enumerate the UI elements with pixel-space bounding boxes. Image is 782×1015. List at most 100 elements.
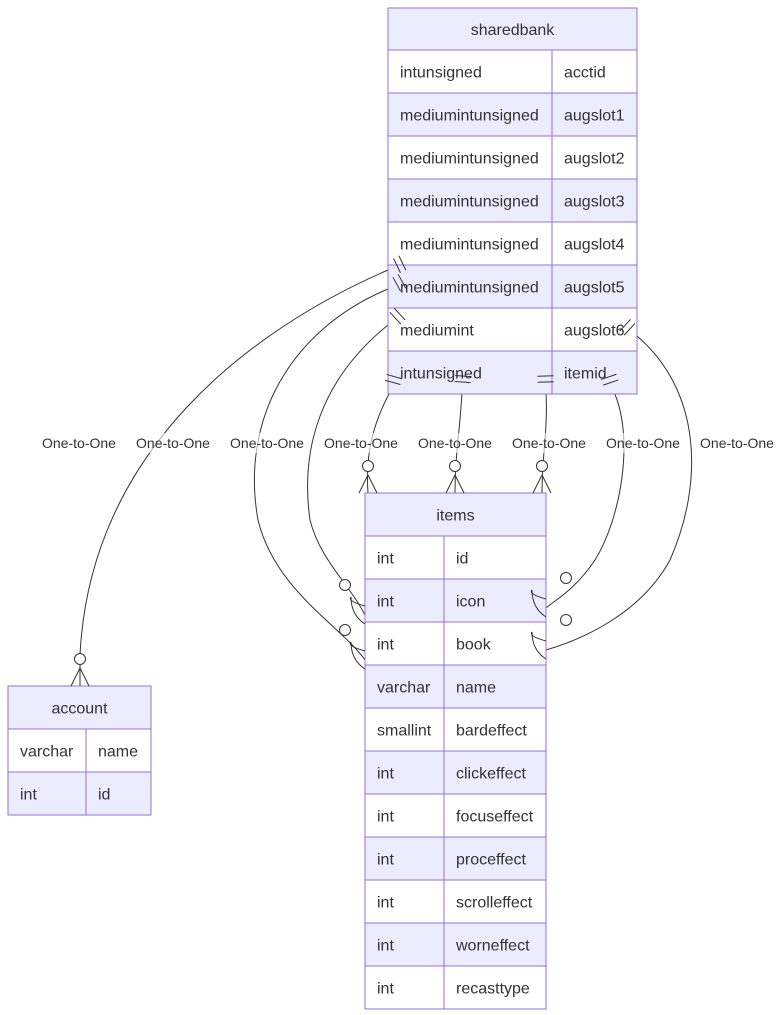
attribute-type: int [377,766,394,783]
attribute-type: mediumintunsigned [400,151,539,168]
attribute-type: mediumintunsigned [400,280,539,297]
zero-or-many-marker [445,460,465,494]
attribute-type-cell [364,879,445,924]
exactly-one-marker [384,373,403,385]
attribute-type: mediumintunsigned [400,237,539,254]
relationship-label: One-to-One [321,433,401,453]
attribute-type-cell [7,771,87,816]
attribute-name-cell [443,965,547,1010]
attribute-name: bardeffect [456,723,527,740]
exactly-one-marker [392,274,407,292]
attribute-row: mediumintunsigned augslot4 [387,221,638,266]
attribute-name: acctid [564,65,606,82]
attribute-row: int worneffect [364,922,547,967]
attribute-name-cell [551,221,638,266]
attribute-type: mediumintunsigned [400,194,539,211]
attribute-type-cell [364,664,445,709]
attribute-name: augslot3 [564,194,625,211]
entity-title: items [436,508,474,525]
attribute-name-cell [443,836,547,881]
attribute-type: int [377,637,394,654]
exactly-one-marker [393,255,407,274]
exactly-one-marker [537,375,554,383]
attribute-name: recasttype [456,981,530,998]
attribute-name: scrolleffect [456,895,533,912]
relationship-label: One-to-One [227,433,307,453]
attribute-name-cell [551,307,638,352]
relationship-label-text: One-to-One [42,435,116,451]
attribute-name-cell [443,879,547,924]
attribute-name-cell [443,535,547,580]
entity-title: sharedbank [471,22,556,39]
zero-or-many-marker [339,624,366,670]
attribute-name: id [98,787,110,804]
relationship-label: One-to-One [509,433,589,453]
attribute-type: int [377,938,394,955]
relationship-line [545,335,693,651]
attribute-name-cell [551,49,638,94]
attribute-row: mediumintunsigned augslot1 [387,92,638,137]
relationship-label: One-to-One [697,433,777,453]
attribute-type: int [20,787,37,804]
attribute-name: augslot1 [564,108,625,125]
attribute-type: intunsigned [400,366,482,383]
relationship-label-text: One-to-One [136,435,210,451]
exactly-one-marker [601,373,619,386]
attribute-row: mediumintunsigned augslot3 [387,178,638,223]
attribute-name: focuseffect [456,809,534,826]
attribute-type-cell [387,49,553,94]
zero-or-many-marker [70,653,90,687]
zero-or-many-marker [339,579,366,625]
relationship-label: One-to-One [39,433,119,453]
attribute-type: mediumintunsigned [400,108,539,125]
attribute-name: augslot4 [564,237,625,254]
attribute-type-cell [364,621,445,666]
relationship-labels: One-to-One One-to-One One-to-One One-to-One… [39,433,777,453]
attribute-name-cell [551,135,638,180]
entity-sharedbank[interactable]: sharedbank intunsigned acctid mediumintunsi… [387,7,638,395]
attribute-row: int clickeffect [364,750,547,795]
attribute-type: intunsigned [400,65,482,82]
zero-or-many-marker [530,614,572,660]
attribute-type-cell [364,836,445,881]
attribute-type: mediumint [400,323,474,340]
attribute-name: itemid [564,366,607,383]
attribute-type-cell [387,135,553,180]
zero-or-many-marker [532,460,552,494]
attribute-type: int [377,594,394,611]
attribute-type-cell [387,178,553,223]
attribute-type-cell [387,264,553,309]
exactly-one-marker [389,307,406,325]
relationship-label-text: One-to-One [324,435,398,451]
relationship-label-text: One-to-One [606,435,680,451]
relationship-label: One-to-One [415,433,495,453]
attribute-name-cell [85,728,152,773]
attribute-type-cell [364,965,445,1010]
exactly-one-marker [619,318,636,336]
attribute-name: proceffect [456,852,527,869]
attribute-type-cell [387,350,553,395]
attribute-name: worneffect [455,938,530,955]
zero-or-many-marker [358,460,378,494]
attribute-name-cell [443,664,547,709]
relationship-label-text: One-to-One [418,435,492,451]
zero-or-many-marker [530,572,572,618]
attribute-type-cell [364,750,445,795]
attribute-name: clickeffect [456,766,527,783]
attribute-name: name [98,744,138,761]
attribute-row: intunsigned acctid [387,49,638,94]
attribute-name: id [456,551,468,568]
attribute-name: name [456,680,496,697]
